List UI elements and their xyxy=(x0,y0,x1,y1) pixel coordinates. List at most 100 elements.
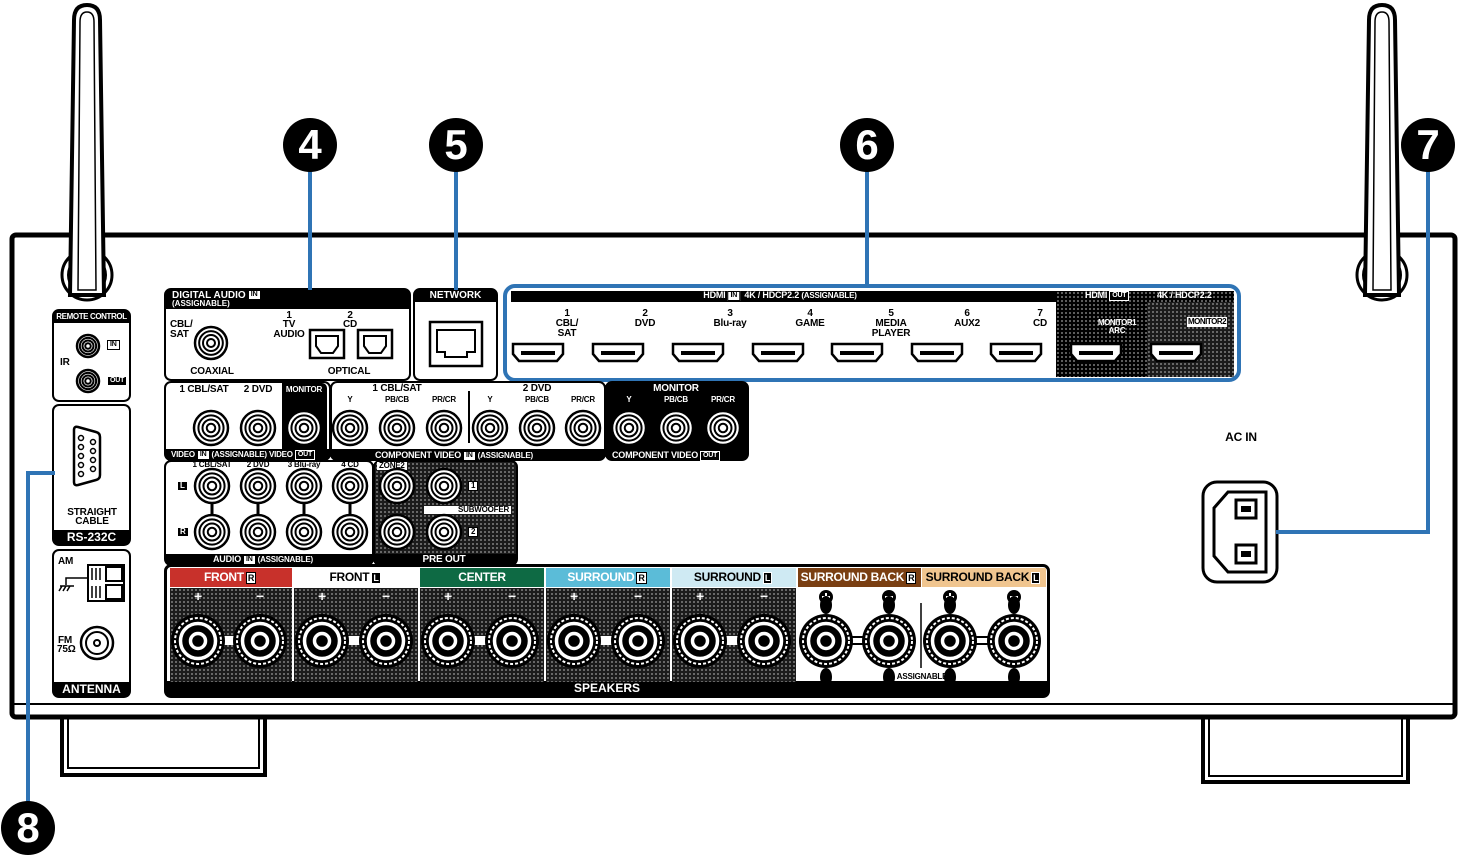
audio-in-2-r-jack[interactable] xyxy=(239,513,277,551)
coax-label: CBL/ xyxy=(170,319,193,330)
subwoofer-1-badge: 1 xyxy=(468,481,479,491)
hdmi-in-3-number: 3 xyxy=(727,308,733,319)
audio-r-badge: R xyxy=(177,527,189,537)
component-in-1-y-jack[interactable] xyxy=(331,409,369,447)
hdmi-in-7-port[interactable] xyxy=(989,342,1043,363)
callout-4: 4 xyxy=(283,118,337,172)
component-out-pr-jack[interactable] xyxy=(704,409,742,447)
video-out-monitor-jack[interactable] xyxy=(285,409,323,447)
video-in-2-label: 2 DVD xyxy=(243,384,273,395)
optical-2-port[interactable] xyxy=(356,328,394,360)
video-in-2-jack[interactable] xyxy=(239,409,277,447)
fm-jack[interactable] xyxy=(79,625,115,661)
component-in-pr-label: PR/CR xyxy=(571,395,595,404)
component-out-pb-jack[interactable] xyxy=(657,409,695,447)
hdmi-in-5-label: MEDIA xyxy=(875,318,907,329)
ir-in-jack[interactable] xyxy=(75,333,101,359)
callout-lines xyxy=(26,168,1430,805)
component-in-2-pr-jack[interactable] xyxy=(564,409,602,447)
speaker-7-minus-terminal[interactable] xyxy=(987,596,1041,686)
speaker-5-minus-terminal[interactable] xyxy=(737,614,791,668)
optical-1-port[interactable] xyxy=(308,328,346,360)
hdmi-in-4-label: GAME xyxy=(795,318,825,329)
audio-in-2-l-jack[interactable] xyxy=(239,467,277,505)
hdmi-in-2-port[interactable] xyxy=(591,342,645,363)
subwoofer-1-jack[interactable] xyxy=(425,467,463,505)
speaker-2-minus-terminal[interactable] xyxy=(359,614,413,668)
optical-1-label: TV xyxy=(282,319,296,330)
speaker-side-badge: R xyxy=(245,571,257,584)
ac-inlet xyxy=(1201,480,1279,584)
speaker-3-minus-terminal[interactable] xyxy=(485,614,539,668)
hdmi-in-5-port[interactable] xyxy=(830,342,884,363)
speaker-3-plus-terminal[interactable] xyxy=(421,614,475,668)
component-in-2-pb-jack[interactable] xyxy=(518,409,556,447)
speaker-1-minus-terminal[interactable] xyxy=(233,614,287,668)
pre-out-footer: PRE OUT xyxy=(422,554,466,565)
network-port[interactable] xyxy=(428,320,484,368)
speaker-6-plus-terminal[interactable] xyxy=(799,596,853,686)
hdmi-in-4-port[interactable] xyxy=(751,342,805,363)
hdmi-in-7-label: CD xyxy=(1032,318,1048,329)
audio-in-1-l-jack[interactable] xyxy=(193,467,231,505)
audio-in-4-r-jack[interactable] xyxy=(331,513,369,551)
speaker-5-plus-terminal[interactable] xyxy=(673,614,727,668)
hdmi-out-monitor2-port[interactable] xyxy=(1149,342,1203,363)
hdmi-in-1-label: CBL/ xyxy=(555,318,579,329)
arc-label: ARC xyxy=(1108,326,1126,335)
component-in-2-y-jack[interactable] xyxy=(471,409,509,447)
coaxial-label: COAXIAL xyxy=(190,366,234,377)
hdmi-in-7-number: 7 xyxy=(1037,308,1043,319)
speaker-4-plus-terminal[interactable] xyxy=(547,614,601,668)
subwoofer-2-jack[interactable] xyxy=(425,513,463,551)
audio-in-2-label: 2 DVD xyxy=(246,460,270,469)
zone2-r-jack[interactable] xyxy=(378,513,416,551)
component-in-pb-label: PB/CB xyxy=(385,395,409,404)
ir-out-jack[interactable] xyxy=(75,368,101,394)
rs232c-port[interactable] xyxy=(72,425,102,487)
hdmi-in-1-port[interactable] xyxy=(511,342,565,363)
speaker-channel-name: CENTER xyxy=(458,570,506,584)
zone2-l-jack[interactable] xyxy=(378,467,416,505)
speaker-plus-label: + xyxy=(444,588,452,604)
remote-control-title: REMOTE CONTROL xyxy=(54,311,129,323)
speaker-channel-name: SURROUND BACK xyxy=(800,570,905,584)
am-terminal[interactable] xyxy=(58,564,125,602)
subwoofer-label: SUBWOOFER xyxy=(424,506,512,514)
component-in-pr-label: PR/CR xyxy=(432,395,456,404)
audio-in-3-r-jack[interactable] xyxy=(285,513,323,551)
component-out-y-label: Y xyxy=(626,395,632,404)
audio-in-4-l-jack[interactable] xyxy=(331,467,369,505)
hdmi-in-spec: 4K / HDCP2.2 xyxy=(744,290,800,300)
video-in-footer: VIDEO xyxy=(171,450,195,460)
speaker-4-minus-terminal[interactable] xyxy=(611,614,665,668)
video-in-1-jack[interactable] xyxy=(192,409,230,447)
hdmi-in-3-port[interactable] xyxy=(671,342,725,363)
hdmi-out-monitor1-port[interactable] xyxy=(1069,342,1123,363)
hdmi-in-6-port[interactable] xyxy=(910,342,964,363)
optical-1-number: 1 xyxy=(286,310,292,321)
foot-right xyxy=(1201,719,1410,784)
component-in-1-pr-jack[interactable] xyxy=(425,409,463,447)
hdmi-in-2-number: 2 xyxy=(642,308,648,319)
speaker-6-minus-terminal[interactable] xyxy=(862,596,916,686)
coaxial-jack[interactable] xyxy=(193,325,229,361)
audio-in-1-r-jack[interactable] xyxy=(193,513,231,551)
digital-audio-assignable: (ASSIGNABLE) xyxy=(172,299,230,308)
hdmi-in-2-label: DVD xyxy=(634,318,656,329)
audio-in-3-l-jack[interactable] xyxy=(285,467,323,505)
hdmi-in-4-number: 4 xyxy=(807,308,813,319)
component-in-y-label: Y xyxy=(347,395,353,404)
speaker-1-plus-terminal[interactable] xyxy=(171,614,225,668)
straight-cable-label: STRAIGHT xyxy=(67,507,117,518)
optical-1-label-2: AUDIO xyxy=(273,329,305,340)
speaker-7-plus-terminal[interactable] xyxy=(923,596,977,686)
component-in-1-pb-jack[interactable] xyxy=(378,409,416,447)
audio-in-3-label: 3 Blu-ray xyxy=(287,460,321,469)
speaker-side-badge: R xyxy=(636,571,647,584)
speaker-2-plus-terminal[interactable] xyxy=(295,614,349,668)
rs232c-title: RS-232C xyxy=(54,530,129,544)
component-out-y-jack[interactable] xyxy=(610,409,648,447)
